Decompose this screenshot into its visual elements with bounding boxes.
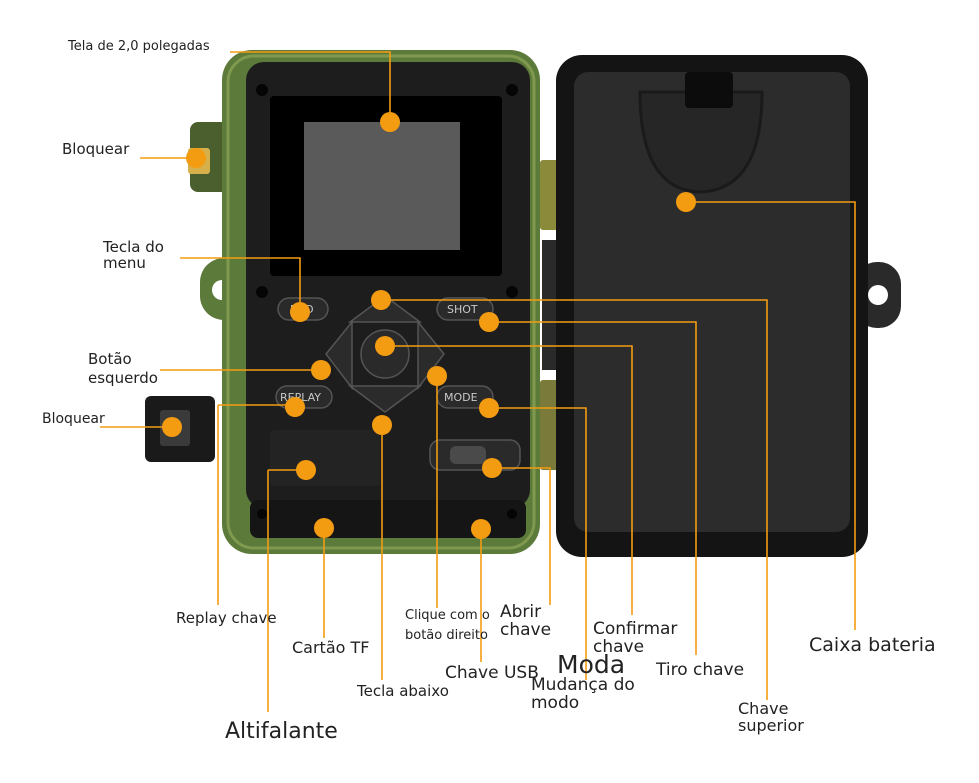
label-cartao-tf: Cartão TF: [292, 638, 370, 657]
screw: [506, 84, 518, 96]
label-line: Bloquear: [42, 411, 105, 427]
label-line: Caixa bateria: [809, 634, 936, 656]
callout-dot-usb: [471, 519, 491, 539]
label-line: chave: [500, 619, 552, 640]
callout-dot-replay: [285, 397, 305, 417]
callout-dot-mode: [479, 398, 499, 418]
camo-trim: [226, 54, 536, 550]
label-line: Chave: [738, 699, 789, 718]
label-confirmar-chave: Confirmar chave: [593, 619, 678, 657]
label-line: superior: [738, 715, 804, 735]
label-mudanca-modo: Mudança do modo: [531, 675, 635, 713]
label-line: Confirmar: [593, 619, 678, 639]
callout-dot-menu: [290, 302, 310, 322]
label-line: Tecla abaixo: [357, 682, 449, 700]
label-line: Clique com o: [405, 608, 490, 623]
battery-clip: [685, 72, 733, 108]
battery-door: [638, 90, 764, 194]
slide-switch-knob: [450, 446, 486, 464]
callout-dot-top-key: [371, 290, 391, 310]
label-line: Tela de 2,0 polegadas: [68, 39, 210, 54]
label-line: botão direito: [405, 627, 488, 643]
shot-button-text: SHOT: [447, 303, 478, 316]
mode-button-text: MODE: [444, 391, 478, 404]
label-replay-chave: Replay chave: [176, 609, 277, 627]
screw: [507, 509, 517, 519]
mount-hole-right: [868, 285, 888, 305]
callout-dot-down: [372, 415, 392, 435]
leader-lines: [100, 51, 856, 712]
callout-dot-lock-top: [186, 148, 206, 168]
label-line: Abrir: [500, 602, 542, 622]
screw: [256, 286, 268, 298]
label-chave-superior: Chave superior: [738, 699, 804, 735]
label-line: Tiro chave: [656, 660, 745, 680]
lcd-screen: [304, 122, 460, 250]
label-line: Moda: [557, 650, 626, 679]
hinge-gasket: [542, 240, 560, 370]
label-line: Replay chave: [176, 609, 277, 627]
label-tiro-chave: Tiro chave: [656, 660, 745, 680]
callout-dot-lock-bottom: [162, 417, 182, 437]
callout-dot-speaker: [296, 460, 316, 480]
screw: [256, 84, 268, 96]
label-line: Altifalante: [225, 719, 338, 744]
label-bloquear-bottom: Bloquear: [42, 412, 105, 427]
label-line: Tecla do: [103, 238, 164, 256]
label-line: Chave USB: [445, 663, 539, 683]
callout-dot-ok: [375, 336, 395, 356]
label-line: Cartão TF: [292, 638, 370, 657]
screw: [506, 286, 518, 298]
screw: [257, 509, 267, 519]
label-clique-direito: Clique com o botão direito: [405, 609, 490, 642]
label-bloquear-top: Bloquear: [62, 140, 130, 158]
label-tecla-menu: Tecla do menu: [103, 238, 164, 272]
label-botao-esquerdo: Botão esquerdo: [88, 350, 158, 387]
callout-dot-open: [482, 458, 502, 478]
callout-dot-left: [311, 360, 331, 380]
callout-dot-shot: [479, 312, 499, 332]
label-abrir-chave: Abrir chave: [500, 602, 552, 640]
shot-button: [436, 297, 494, 321]
dpad-left: [325, 319, 353, 391]
label-altifalante: Altifalante: [225, 720, 338, 743]
callout-dot-tf: [314, 518, 334, 538]
callout-dot-screen: [380, 112, 400, 132]
back-cover-inner: [574, 72, 850, 532]
label-line: Botão: [88, 350, 132, 368]
callout-dots: [162, 112, 696, 539]
lock-tab-top: [190, 122, 232, 192]
dpad-down: [347, 385, 423, 413]
label-moda: Moda: [557, 650, 626, 679]
label-line: menu: [103, 253, 146, 272]
callout-dot-battery: [676, 192, 696, 212]
label-line: Bloquear: [62, 140, 130, 158]
label-line: chave: [593, 636, 645, 657]
speaker-grille: [270, 430, 380, 486]
label-tela: Tela de 2,0 polegadas: [68, 40, 210, 54]
label-line: Mudança do: [531, 675, 635, 695]
label-line: modo: [531, 692, 580, 713]
label-chave-usb: Chave USB: [445, 663, 539, 683]
label-caixa-bateria: Caixa bateria: [809, 634, 936, 656]
label-line: esquerdo: [88, 368, 158, 387]
label-tecla-abaixo: Tecla abaixo: [357, 682, 449, 700]
callout-dot-right: [427, 366, 447, 386]
